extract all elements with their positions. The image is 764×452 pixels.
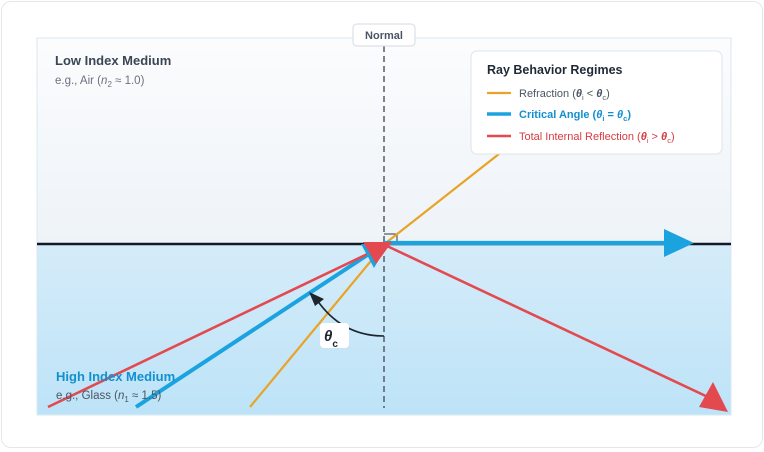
angle-label: θc [324, 328, 338, 350]
angle-label-sub: c [332, 339, 338, 350]
low-caption-suffix: ≈ 1.0) [112, 75, 145, 87]
low-medium-caption: e.g., Air (n2 ≈ 1.0) [55, 75, 145, 89]
tir-diagram: Normal θc Low Index Medium e.g., Air (n2… [36, 23, 732, 416]
legend: Ray Behavior Regimes Refraction (θi < θc… [470, 50, 723, 155]
legend-title: Ray Behavior Regimes [487, 63, 623, 77]
normal-label: Normal [365, 30, 403, 42]
legend-box [470, 50, 723, 155]
high-medium-caption: e.g., Glass (n1 ≈ 1.5) [56, 390, 162, 404]
refraction-incident-ray [249, 249, 381, 408]
legend-item-critical: Critical Angle (θi = θc) [519, 109, 631, 123]
tir-reflected-ray [386, 244, 711, 400]
normal-label-badge [352, 23, 416, 47]
high-caption-var: n [118, 390, 124, 402]
low-caption-sub: 2 [107, 80, 112, 89]
legend-item-refraction: Refraction (θi < θc) [519, 88, 610, 102]
critical-angle-arc-arrow [309, 292, 324, 306]
high-caption-sub: 1 [124, 395, 129, 404]
critical-arrowhead [664, 229, 694, 257]
high-medium-title: High Index Medium [56, 369, 175, 384]
low-caption-var: n [101, 75, 107, 87]
refraction-refracted-ray [386, 149, 505, 243]
low-caption-prefix: e.g., Air ( [55, 75, 101, 87]
incidence-point-red [363, 242, 392, 264]
tir-incident-ray [47, 246, 381, 409]
high-caption-prefix: e.g., Glass ( [56, 390, 118, 402]
angle-label-badge [320, 323, 349, 348]
high-caption-suffix: ≈ 1.5) [129, 390, 162, 402]
tir-arrowhead [699, 382, 728, 412]
angle-label-symbol: θ [324, 328, 333, 345]
low-medium-title: Low Index Medium [55, 53, 171, 68]
critical-incident-ray [134, 246, 380, 409]
legend-item-tir: Total Internal Reflection (θi > θc) [519, 131, 675, 145]
